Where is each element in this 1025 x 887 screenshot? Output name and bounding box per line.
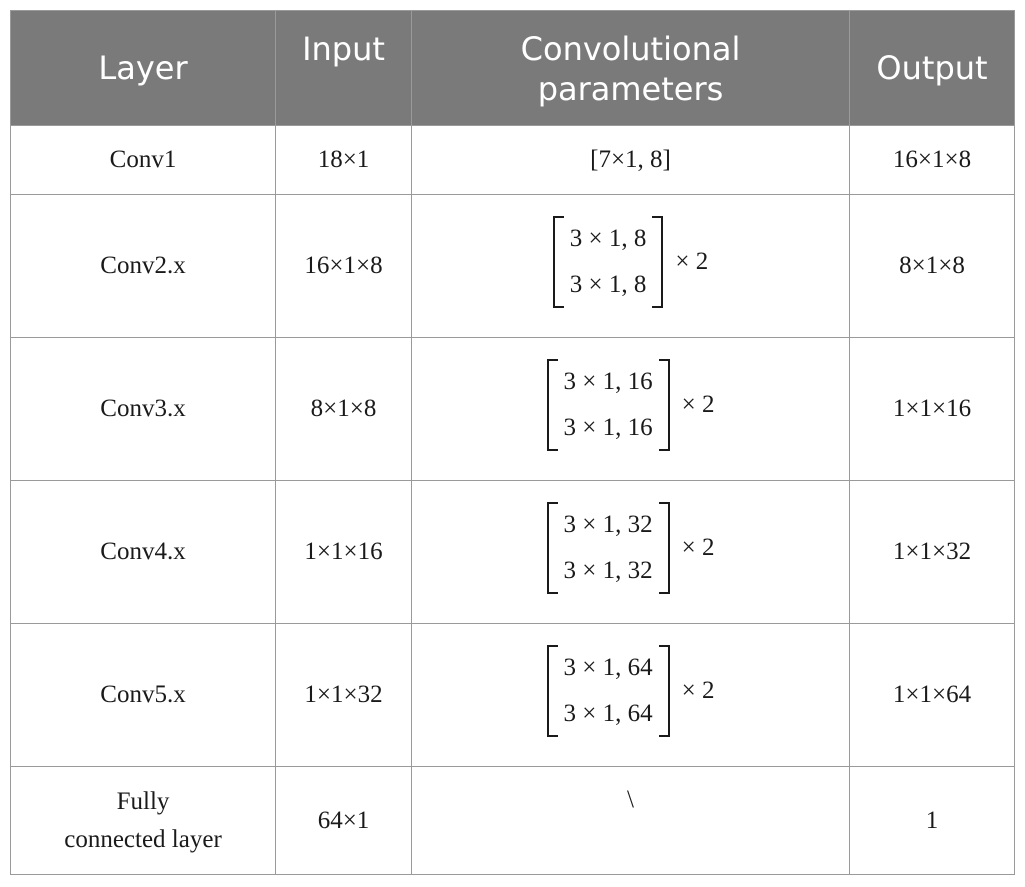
header-input: Input — [275, 10, 412, 126]
output-cell: 16×1×8 — [849, 125, 1015, 195]
input-cell: 1×1×32 — [275, 623, 412, 767]
matrix-multiplier: × 2 — [681, 391, 715, 418]
params-cell: 3 × 1, 16 3 × 1, 16 × 2 — [411, 337, 850, 481]
params-matrix-expression: 3 × 1, 32 3 × 1, 32 × 2 — [546, 498, 715, 598]
matrix-multiplier: × 2 — [681, 677, 715, 704]
params-matrix: 3 × 1, 16 3 × 1, 16 — [546, 355, 670, 455]
params-matrix-expression: 3 × 1, 8 3 × 1, 8 × 2 — [552, 212, 709, 312]
params-cell: 3 × 1, 8 3 × 1, 8 × 2 — [411, 194, 850, 338]
params-cell: 3 × 1, 32 3 × 1, 32 × 2 — [411, 480, 850, 624]
layer-cell: Conv1 — [10, 125, 276, 195]
params-matrix: 3 × 1, 8 3 × 1, 8 — [552, 212, 664, 312]
matrix-top-entry: 3 × 1, 8 — [569, 225, 647, 252]
layer-cell: Conv5.x — [10, 623, 276, 767]
output-cell: 1×1×64 — [849, 623, 1015, 767]
layer-cell: Conv4.x — [10, 480, 276, 624]
matrix-bottom-entry: 3 × 1, 16 — [563, 414, 653, 441]
layer-label-line-1: Fully — [116, 787, 170, 815]
left-bracket — [546, 502, 558, 594]
matrix-bottom-entry: 3 × 1, 32 — [563, 557, 653, 584]
table-row: Conv1 18×1 [7×1, 8] 16×1×8 — [10, 125, 1015, 195]
right-bracket — [658, 502, 670, 594]
left-bracket — [546, 645, 558, 737]
matrix-top-entry: 3 × 1, 16 — [563, 368, 653, 395]
matrix-bottom-entry: 3 × 1, 8 — [569, 271, 647, 298]
output-cell: 1 — [849, 766, 1015, 875]
right-bracket — [658, 645, 670, 737]
matrix-multiplier: × 2 — [681, 534, 715, 561]
layer-cell: Fully connected layer — [10, 766, 276, 875]
output-cell: 1×1×32 — [849, 480, 1015, 624]
left-bracket — [552, 216, 564, 308]
input-cell: 64×1 — [275, 766, 412, 875]
right-bracket — [658, 359, 670, 451]
table-row: Conv3.x 8×1×8 3 × 1, 16 3 × 1, 16 × 2 1×… — [10, 337, 1015, 481]
input-cell: 1×1×16 — [275, 480, 412, 624]
layer-cell: Conv3.x — [10, 337, 276, 481]
params-matrix-expression: 3 × 1, 64 3 × 1, 64 × 2 — [546, 641, 715, 741]
header-output: Output — [849, 10, 1015, 126]
params-cell: [7×1, 8] — [411, 125, 850, 195]
output-cell: 1×1×16 — [849, 337, 1015, 481]
left-bracket — [546, 359, 558, 451]
input-cell: 16×1×8 — [275, 194, 412, 338]
params-cell: 3 × 1, 64 3 × 1, 64 × 2 — [411, 623, 850, 767]
params-cell: \ — [411, 766, 850, 875]
input-cell: 18×1 — [275, 125, 412, 195]
matrix-multiplier: × 2 — [675, 248, 709, 275]
params-matrix-expression: 3 × 1, 16 3 × 1, 16 × 2 — [546, 355, 715, 455]
matrix-top-entry: 3 × 1, 32 — [563, 511, 653, 538]
params-matrix: 3 × 1, 64 3 × 1, 64 — [546, 641, 670, 741]
table-row: Fully connected layer 64×1 \ 1 — [10, 766, 1015, 875]
layer-cell: Conv2.x — [10, 194, 276, 338]
matrix-top-entry: 3 × 1, 64 — [563, 654, 653, 681]
layer-label-line-2: connected layer — [64, 825, 222, 853]
table-row: Conv4.x 1×1×16 3 × 1, 32 3 × 1, 32 × 2 1… — [10, 480, 1015, 624]
params-matrix: 3 × 1, 32 3 × 1, 32 — [546, 498, 670, 598]
matrix-bottom-entry: 3 × 1, 64 — [563, 700, 653, 727]
right-bracket — [652, 216, 664, 308]
output-cell: 8×1×8 — [849, 194, 1015, 338]
table-row: Conv2.x 16×1×8 3 × 1, 8 3 × 1, 8 × 2 8×1… — [10, 194, 1015, 338]
table-row: Conv5.x 1×1×32 3 × 1, 64 3 × 1, 64 × 2 1… — [10, 623, 1015, 767]
input-cell: 8×1×8 — [275, 337, 412, 481]
header-layer: Layer — [10, 10, 276, 126]
